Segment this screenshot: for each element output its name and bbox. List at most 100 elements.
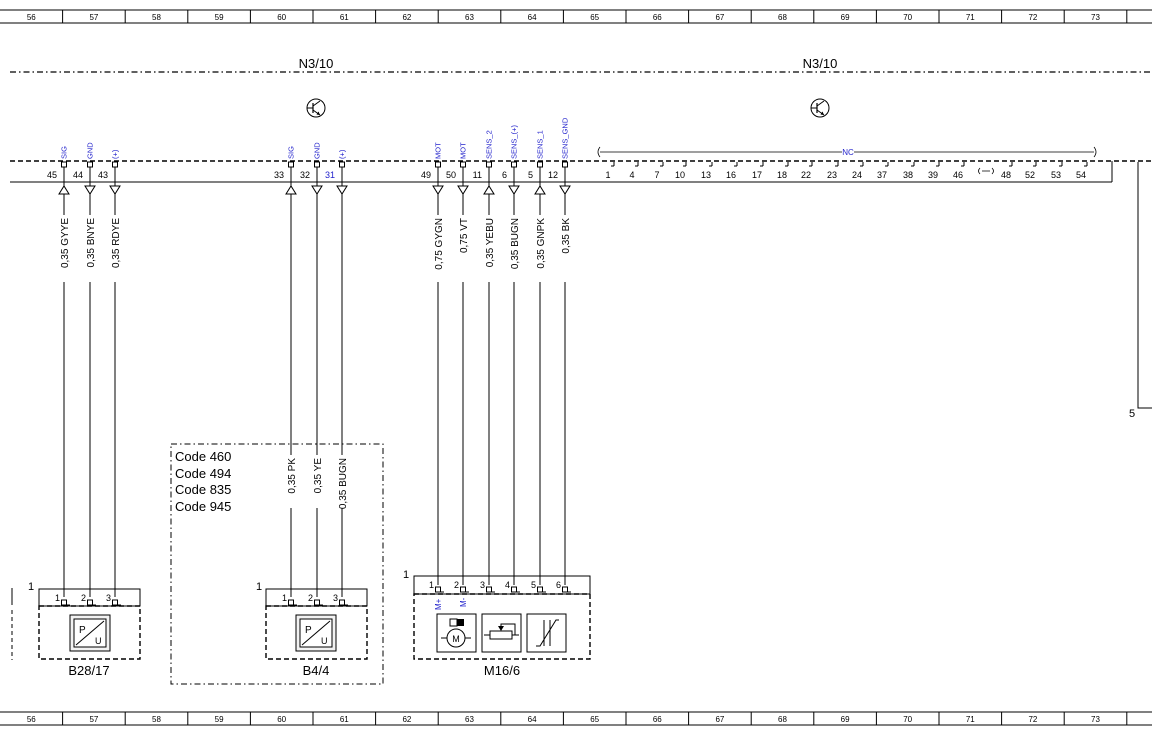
grid-label: 58 — [152, 715, 161, 724]
pin-number: 33 — [274, 170, 284, 180]
grid-label: 56 — [27, 715, 36, 724]
pin-signal-label: SIG — [287, 146, 296, 159]
grid-label: 68 — [778, 715, 787, 724]
wire-label: 0,35 BNYE — [86, 218, 97, 268]
nc-pin: 13 — [701, 162, 713, 180]
pin-number: 5 — [531, 580, 536, 590]
pin-number: 18 — [777, 170, 787, 180]
grid-label: 71 — [966, 715, 975, 724]
grid-label: 57 — [89, 13, 98, 22]
wire-label: 0,35 BK — [561, 218, 572, 254]
component-pin: 6 — [556, 580, 571, 593]
pin-number: 37 — [877, 170, 887, 180]
pin-number: 24 — [852, 170, 862, 180]
transistor-icon — [810, 98, 830, 118]
grid-label: 59 — [215, 715, 224, 724]
pin-number: 23 — [827, 170, 837, 180]
pin-number: 53 — [1051, 170, 1061, 180]
pin-number: 1 — [282, 593, 287, 603]
connector-pin: 12 SENS_GND — [548, 117, 570, 182]
grid-label: 68 — [778, 13, 787, 22]
pin-signal-label: MOT — [459, 142, 468, 159]
grid-label: 65 — [590, 715, 599, 724]
pin-signal-label: SENS_GND — [561, 117, 570, 159]
pin-number: 1 — [605, 170, 610, 180]
connector-number: 1 — [403, 569, 409, 581]
pin-number: 6 — [556, 580, 561, 590]
component-pin: 3 — [333, 593, 348, 606]
wire: 0,75 GYGN — [432, 182, 445, 585]
wire-label: 0,35 PK — [287, 458, 298, 494]
nc-pin: 54 — [1076, 162, 1088, 180]
grid-label: 59 — [215, 13, 224, 22]
pin-number: 49 — [421, 170, 431, 180]
grid-label: 63 — [465, 715, 474, 724]
grid-label: 63 — [465, 13, 474, 22]
pin-number: 2 — [454, 580, 459, 590]
component-pin: 3 — [480, 580, 495, 593]
grid-label: 66 — [653, 13, 662, 22]
wire-label: 0,35 BUGN — [338, 458, 349, 509]
pin-number: 10 — [675, 170, 685, 180]
nc-pin: 22 — [801, 162, 813, 180]
wire: 0,35 GNPK — [534, 182, 547, 585]
svg-text:U: U — [95, 636, 102, 646]
wire-label: 0,75 VT — [459, 218, 470, 253]
pin-number: 32 — [300, 170, 310, 180]
grid-label: 73 — [1091, 13, 1100, 22]
wire: 0,35 RDYE — [109, 182, 122, 597]
svg-text:M: M — [452, 634, 460, 644]
pin-number: 2 — [308, 593, 313, 603]
code-item: Code 460 — [175, 449, 232, 464]
wire: 0,35 GYYE — [58, 182, 71, 597]
sensor-icon — [526, 613, 567, 653]
pin-number: 46 — [953, 170, 963, 180]
pin-number: 3 — [333, 593, 338, 603]
pin-number: 39 — [928, 170, 938, 180]
wire-label: 0,35 GNPK — [536, 218, 547, 269]
wire: 0,35 BUGN — [508, 182, 521, 585]
grid-label: 70 — [903, 13, 912, 22]
pin-number: 4 — [629, 170, 634, 180]
wire: 0,35 BK — [559, 182, 572, 585]
pin-number: 12 — [548, 170, 558, 180]
nc-pin: 46 — [953, 162, 965, 180]
grid-label: 62 — [402, 13, 411, 22]
grid-label: 61 — [340, 13, 349, 22]
pin-number: 48 — [1001, 170, 1011, 180]
pin-number: 2 — [81, 593, 86, 603]
right-edge-wire — [1137, 162, 1152, 409]
grid-label: 71 — [966, 13, 975, 22]
pin-number: 13 — [701, 170, 711, 180]
module-label-right: N3/10 — [803, 56, 838, 71]
wire-label: 0,35 RDYE — [111, 218, 122, 268]
svg-text:P: P — [305, 625, 312, 636]
wires-top: 0,35 GYYE 0,35 BNYE 0,35 RDYE 0,75 GYGN 0,75… — [58, 182, 572, 597]
pin-signal-label: GND — [86, 142, 95, 159]
nc-pin: 38 — [903, 162, 915, 180]
wire-label: 0,35 YEBU — [485, 218, 496, 267]
connector-pin: 31(+) — [325, 149, 347, 182]
component-pin: 1 — [282, 593, 297, 606]
code-item: Code 835 — [175, 482, 232, 497]
connector-number: 1 — [28, 581, 34, 593]
grid-label: 70 — [903, 715, 912, 724]
pin-number: 16 — [726, 170, 736, 180]
connector-pin: 33 SIG — [274, 146, 296, 182]
grid-label: 60 — [277, 13, 286, 22]
nc-pin: 4 — [629, 162, 639, 180]
pin-number: 6 — [502, 170, 507, 180]
pin-label-m-plus: M+ — [434, 598, 443, 610]
pin-number: 54 — [1076, 170, 1086, 180]
grid-label: 61 — [340, 715, 349, 724]
nc-pin: 48 — [1001, 162, 1013, 180]
pin-number: 38 — [903, 170, 913, 180]
pin-number: 17 — [752, 170, 762, 180]
